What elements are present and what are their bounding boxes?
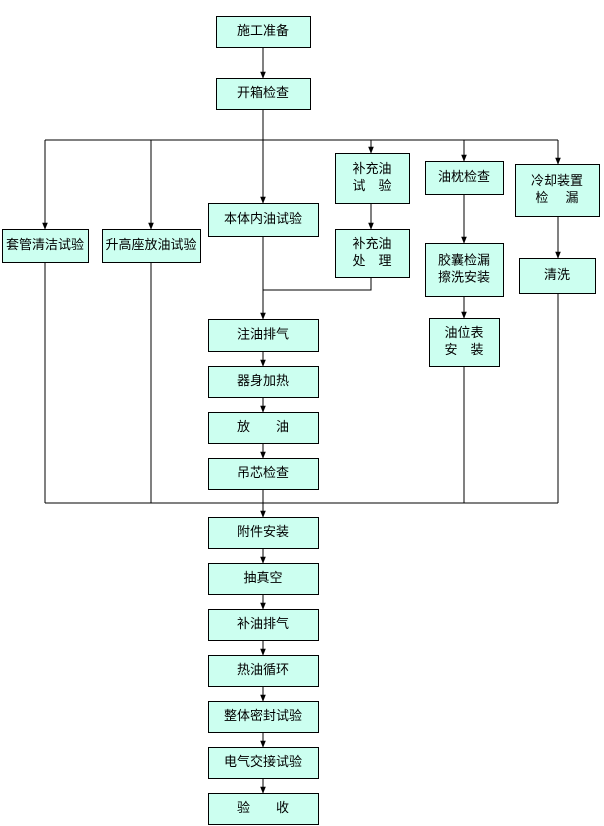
node-label: 抽真空: [243, 571, 282, 586]
node-open: 开箱检查: [216, 78, 311, 110]
node-label: 清洗: [544, 268, 570, 283]
node-hot-circ: 热油循环: [208, 655, 319, 687]
node-core: 吊芯检查: [208, 458, 319, 490]
node-label: 升高座放油试验: [105, 237, 196, 253]
node-box: [425, 243, 504, 297]
nodes: 施工准备开箱检查套管清洁试验升高座放油试验本体内油试验补充油试 验补充油处 理油…: [2, 16, 600, 825]
node-box: [208, 701, 319, 733]
node-label: 胶囊检漏: [438, 253, 490, 269]
node-label: 冷却装置: [531, 174, 583, 189]
node-label: 处 理: [352, 254, 391, 269]
node-box: [208, 747, 319, 779]
node-inject: 注油排气: [208, 319, 319, 352]
node-box: [519, 258, 596, 294]
node-drain: 放 油: [208, 412, 319, 444]
node-box: [208, 609, 319, 641]
node-turret: 升高座放油试验: [102, 229, 201, 263]
node-label: 擦洗安装: [438, 271, 490, 286]
node-box: [102, 229, 201, 263]
node-refill: 补油排气: [208, 609, 319, 641]
node-label: 电气交接试验: [224, 754, 302, 770]
node-label: 补油排气: [237, 616, 289, 632]
node-label: 本体内油试验: [224, 211, 302, 227]
node-box: [429, 318, 500, 367]
node-box: [515, 164, 600, 217]
node-label: 吊芯检查: [237, 466, 289, 481]
node-label: 油枕检查: [438, 170, 490, 185]
node-label: 验 收: [237, 800, 289, 816]
node-heat: 器身加热: [208, 366, 319, 398]
node-box: [208, 563, 319, 595]
node-label: 放 油: [237, 420, 289, 435]
node-box: [208, 203, 319, 237]
node-box: [208, 366, 319, 398]
node-box: [335, 229, 410, 278]
node-label: 油位表: [444, 326, 483, 341]
node-box: [2, 229, 89, 263]
node-box: [208, 458, 319, 490]
node-conservator: 油枕检查: [425, 161, 504, 195]
node-box: [208, 412, 319, 444]
node-label: 试 验: [352, 178, 391, 194]
node-vacuum: 抽真空: [208, 563, 319, 595]
node-accept: 验 收: [208, 793, 319, 825]
node-clean: 清洗: [519, 258, 596, 294]
node-label: 安 装: [444, 343, 483, 358]
node-label: 套管清洁试验: [6, 237, 84, 253]
node-accessory: 附件安装: [208, 517, 319, 549]
node-label: 补充油: [352, 236, 391, 252]
node-label: 补充油: [352, 161, 391, 177]
node-label: 热油循环: [237, 663, 289, 678]
node-bushing: 套管清洁试验: [2, 229, 89, 263]
node-box: [208, 319, 319, 352]
node-label: 附件安装: [237, 525, 289, 540]
node-label: 器身加热: [237, 373, 289, 389]
node-prep: 施工准备: [216, 16, 311, 48]
edges: [42, 47, 561, 794]
node-box: [216, 78, 311, 110]
node-box: [208, 517, 319, 549]
node-label: 整体密封试验: [224, 708, 302, 724]
edge-add-oil-proc-merge: [263, 277, 372, 291]
node-body-oil: 本体内油试验: [208, 203, 319, 237]
node-box: [208, 655, 319, 687]
node-label: 检 漏: [535, 190, 578, 206]
node-box: [335, 153, 410, 204]
node-label: 施工准备: [237, 23, 289, 39]
node-box: [208, 793, 319, 825]
node-label: 开箱检查: [237, 85, 289, 101]
node-box: [425, 161, 504, 195]
node-box: [216, 16, 311, 48]
node-label: 注油排气: [237, 327, 289, 343]
node-seal: 整体密封试验: [208, 701, 319, 733]
node-elec: 电气交接试验: [208, 747, 319, 779]
